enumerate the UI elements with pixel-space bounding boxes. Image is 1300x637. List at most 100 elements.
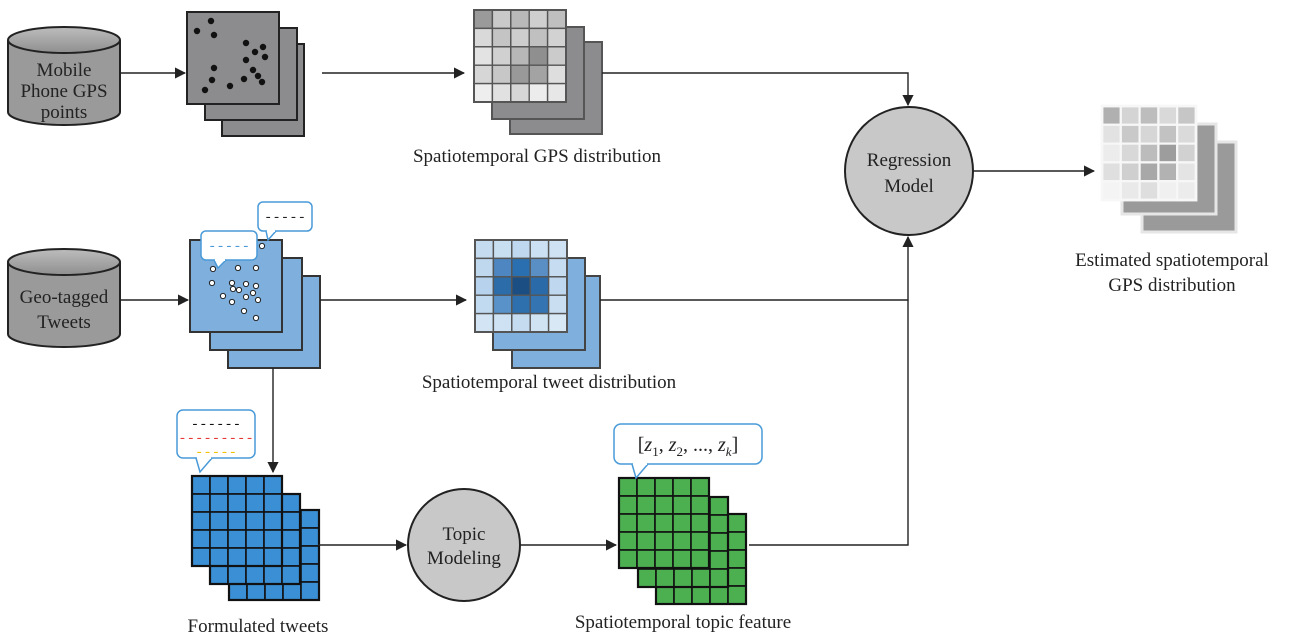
grid-cell — [510, 9, 530, 30]
grid-cell — [690, 531, 710, 551]
grid-cell — [636, 477, 656, 497]
grid-cell — [227, 565, 247, 585]
topic-modeling-label-2: Modeling — [427, 548, 501, 569]
grid-cell — [245, 475, 265, 495]
grid-cell — [263, 547, 283, 567]
grid-cell — [473, 9, 494, 30]
grid-cell — [672, 513, 692, 533]
tweet-point — [229, 285, 237, 293]
tweet-point — [228, 298, 236, 306]
caption-estimated-1: Estimated spatiotemporal — [1075, 250, 1269, 271]
gps-database-icon: Mobile Phone GPS points — [7, 26, 121, 126]
grid-cell — [636, 531, 656, 551]
grid-cell — [727, 585, 747, 605]
grid-cell — [1157, 104, 1179, 126]
grid-cell — [263, 565, 283, 585]
grid-cell — [1138, 180, 1160, 202]
gps-point — [207, 17, 215, 25]
grid-cell — [691, 568, 711, 588]
formulated-grid-front — [190, 474, 284, 568]
topic-feature-stack — [617, 476, 748, 606]
tweets-source-label-1: Geo-tagged — [20, 287, 109, 308]
grid-cell — [546, 64, 567, 85]
grid-cell — [547, 276, 568, 296]
gps-point — [261, 53, 269, 61]
grid-cell — [672, 549, 692, 569]
grid-cell — [1176, 123, 1198, 145]
gps-points-dots — [193, 17, 269, 94]
grid-cell — [209, 493, 229, 513]
grid-cell — [474, 312, 495, 333]
grid-cell — [245, 529, 265, 549]
gps-point — [249, 66, 257, 74]
grid-cell — [510, 27, 530, 48]
grid-cell — [474, 294, 495, 315]
grid-cell — [245, 565, 265, 585]
grid-cell — [528, 27, 549, 48]
grid-cell — [281, 493, 301, 513]
grid-cell — [491, 64, 512, 85]
grid-cell — [547, 312, 568, 333]
grid-cell — [510, 46, 530, 66]
grid-cell — [191, 511, 211, 531]
grid-cell — [1119, 142, 1141, 164]
grid-cell — [1138, 123, 1160, 145]
grid-cell — [300, 581, 320, 601]
grid-cell — [654, 549, 674, 569]
grid-cell — [709, 568, 729, 588]
grid-cell — [227, 529, 247, 549]
grid-cell — [727, 531, 747, 551]
grid-cell — [546, 27, 567, 48]
grid-cell — [300, 509, 320, 529]
grid-cell — [1100, 123, 1122, 145]
formulated-tweets-stack — [190, 474, 321, 602]
grid-cell — [546, 46, 567, 66]
grid-cell — [1157, 123, 1179, 145]
grid-cell — [1119, 123, 1141, 145]
grid-cell — [1119, 104, 1141, 126]
caption-tweet-distribution: Spatiotemporal tweet distribution — [422, 372, 677, 393]
tweet-point — [252, 282, 260, 290]
grid-cell — [690, 549, 710, 569]
tweet-point — [254, 296, 262, 304]
grid-cell — [547, 239, 568, 260]
grid-cell — [529, 257, 550, 278]
gps-source-label-3: points — [41, 102, 87, 123]
grid-cell — [636, 495, 656, 515]
grid-cell — [1138, 161, 1160, 183]
grid-cell — [511, 257, 531, 278]
grid-cell — [209, 547, 229, 567]
grid-cell — [618, 549, 638, 569]
grid-cell — [263, 475, 283, 495]
topic-vector-bubble: [z1, z2, ..., zk] — [613, 423, 763, 480]
grid-cell — [529, 239, 550, 260]
gps-source-label-1: Mobile — [37, 60, 92, 81]
grid-cell — [245, 547, 265, 567]
grid-cell — [528, 46, 549, 66]
grid-cell — [1138, 142, 1160, 164]
grid-cell — [709, 585, 729, 605]
grid-cell — [300, 563, 320, 583]
topic-grid-front — [617, 476, 711, 570]
grid-cell — [1100, 180, 1122, 202]
gps-point — [210, 64, 218, 72]
arrow-gps-grid-to-regression — [602, 72, 914, 107]
grid-cell — [491, 27, 512, 48]
grid-cell — [191, 547, 211, 567]
tweet-points-dots — [208, 242, 266, 322]
grid-cell — [473, 82, 494, 103]
topic-modeling-label-1: Topic — [443, 524, 486, 545]
grid-cell — [245, 493, 265, 513]
grid-cell — [263, 493, 283, 513]
grid-cell — [227, 511, 247, 531]
gps-point — [258, 78, 266, 86]
tweet-grid-cells — [474, 239, 568, 333]
tweet-speech-bubble-1: ----- — [200, 230, 258, 270]
formulated-speech-bubble: ------ --------- ----- — [176, 409, 256, 474]
grid-cell — [673, 568, 693, 588]
estimated-distribution-grid — [1100, 104, 1198, 202]
grid-cell — [511, 276, 531, 296]
grid-cell — [529, 294, 550, 315]
grid-cell — [473, 46, 494, 66]
caption-gps-distribution: Spatiotemporal GPS distribution — [413, 146, 662, 167]
